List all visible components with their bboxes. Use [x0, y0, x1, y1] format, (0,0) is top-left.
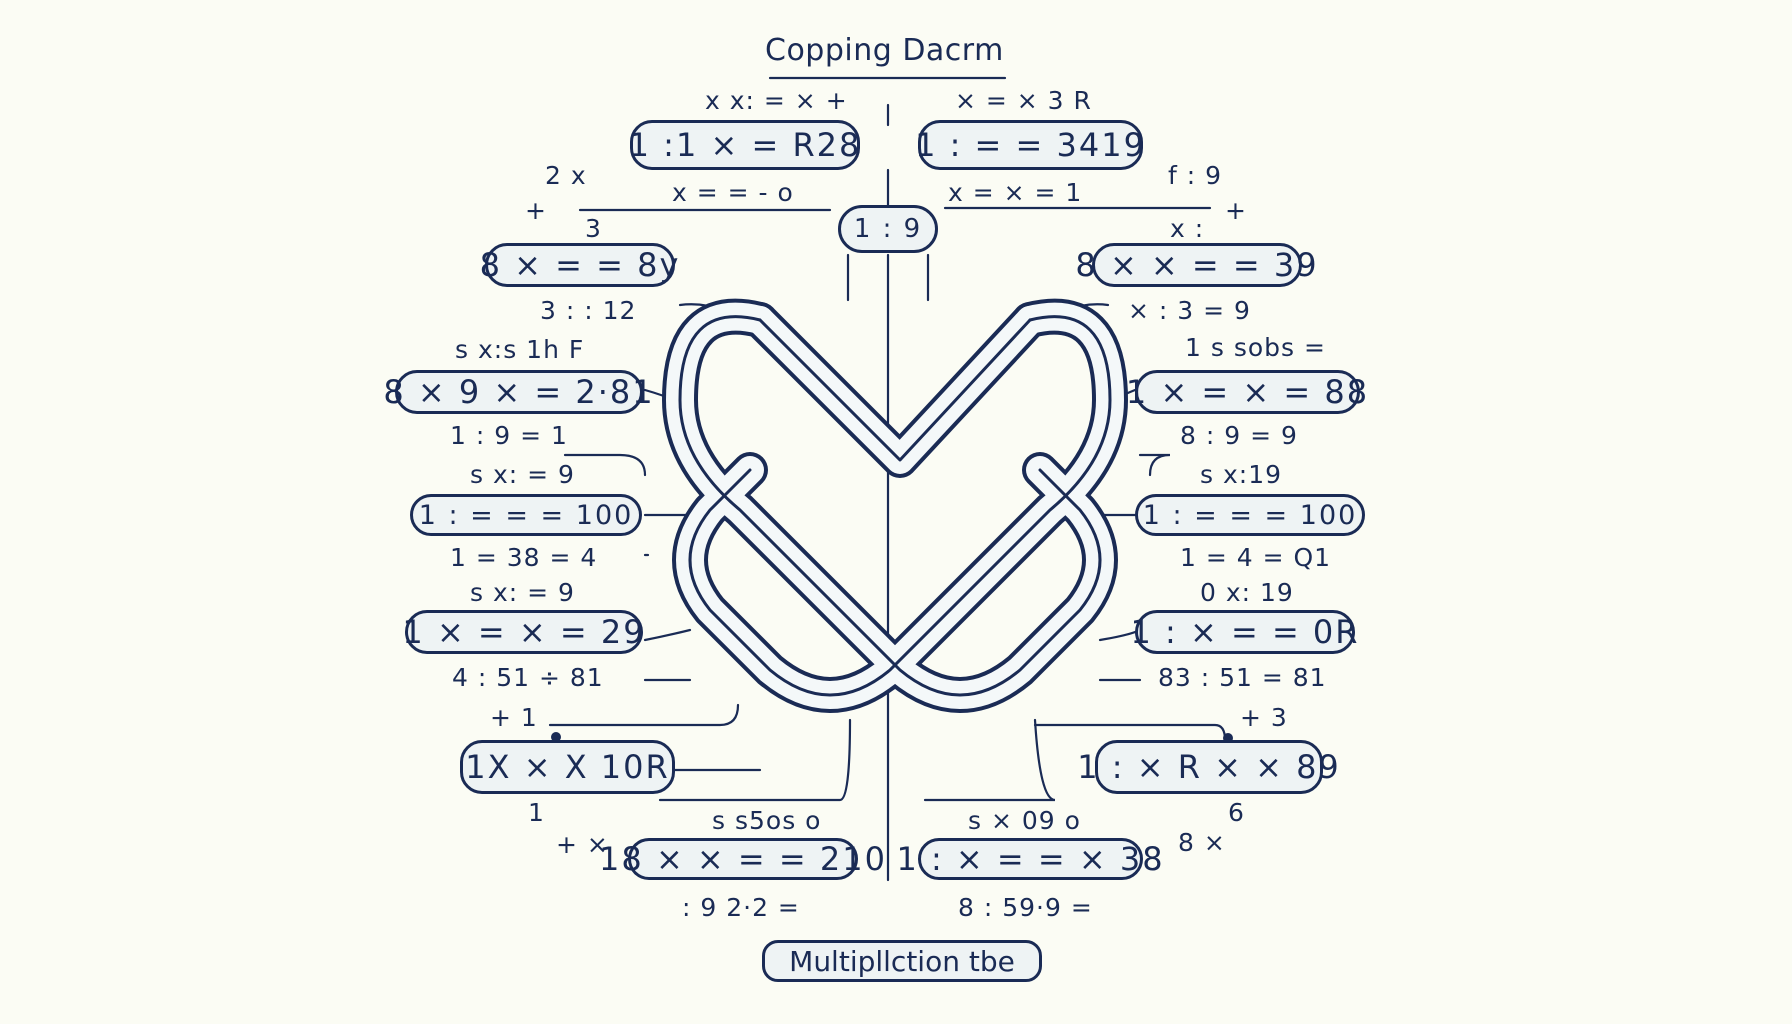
right-label: + 3 [1240, 703, 1288, 732]
left-label: : 9 2·2 = [682, 893, 800, 922]
right-label: × : 3 = 9 [1128, 296, 1251, 325]
right-equation-box: 1 : × R × × 89 [1077, 740, 1339, 794]
left-equation-box: 1X × X 10R [460, 740, 675, 794]
diagram-caption: Multipllction tbe [762, 940, 1042, 982]
right-label: + [1225, 196, 1247, 225]
knot-loop-icon [662, 298, 1128, 713]
left-label: 3 : : 12 [540, 296, 637, 325]
right-label: 1 s sobs = [1185, 333, 1326, 362]
right-label: f : 9 [1168, 161, 1223, 190]
right-equation-box: 1 : = = 3419 [915, 120, 1144, 170]
right-label: 8 × [1178, 828, 1226, 857]
right-equation-box: 1 : × = = 0R [1130, 610, 1358, 654]
right-label: × = × 3 R [955, 86, 1092, 115]
left-label: + [525, 196, 547, 225]
right-label: s x:19 [1200, 460, 1283, 489]
left-label: + 1 [490, 703, 538, 732]
left-equation-box: 1 :1 × = R28 [629, 120, 860, 170]
right-label: s × 09 o [968, 806, 1081, 835]
right-label: x : [1170, 214, 1205, 243]
left-equation-box: 1 : = = = 100 [410, 494, 642, 536]
right-equation-box: 1 × = × = 88 [1126, 370, 1367, 414]
right-label: 6 [1228, 798, 1245, 827]
right-equation-box: 1 : × = = × 38 [896, 838, 1165, 880]
left-label: x = = - o [672, 178, 794, 207]
right-label: x = × = 1 [948, 178, 1083, 207]
right-label: 1 = 4 = Q1 [1180, 543, 1332, 572]
right-label: 83 : 51 = 81 [1158, 663, 1327, 692]
center-node: 1 : 9 [838, 205, 938, 253]
left-label: + × [556, 830, 609, 859]
right-label: 8 : 59·9 = [958, 893, 1093, 922]
right-label: 8 : 9 = 9 [1180, 421, 1298, 450]
left-equation-box: 18 × × = = 210 [599, 838, 887, 880]
left-label: 1 [528, 798, 545, 827]
left-equation-box: 8 × 9 × = 2·81 [383, 370, 653, 414]
left-label: x x: = × + [705, 86, 848, 115]
left-equation-box: 8 × = = 8y [480, 243, 678, 287]
left-label: s x: = 9 [470, 460, 575, 489]
left-label: 1 = 38 = 4 [450, 543, 598, 572]
right-label: 0 x: 19 [1200, 578, 1294, 607]
left-label: 3 [585, 214, 602, 243]
left-equation-box: 1 × = × = 29 [402, 610, 644, 654]
left-label: 4 : 51 ÷ 81 [452, 663, 604, 692]
diagram-title: Copping Dacrm [765, 33, 1004, 68]
right-equation-box: 8 × × = = 39 [1075, 243, 1317, 287]
left-label: s x: = 9 [470, 578, 575, 607]
left-label: s s5os o [712, 806, 822, 835]
left-label: 2 x [545, 161, 587, 190]
right-equation-box: 1 : = = = 100 [1135, 494, 1365, 536]
left-label: s x:s 1h F [455, 335, 585, 364]
left-label: 1 : 9 = 1 [450, 421, 568, 450]
